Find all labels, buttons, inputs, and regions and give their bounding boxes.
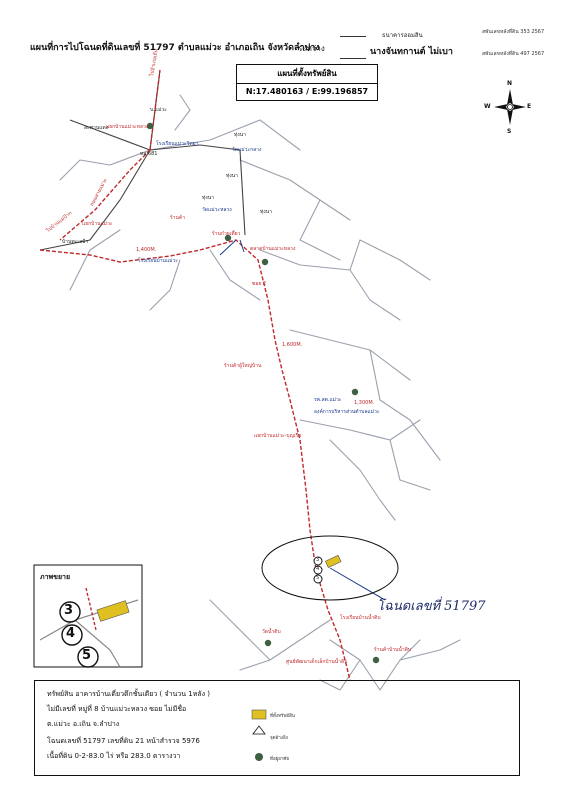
route-north [149,69,161,151]
temple-label-bottom: วัดน้ำดิบ [262,629,281,635]
intersection-label: แยกบ้านแม่วะหลวง [106,124,149,130]
info-line-1: ทรัพย์สิน อาคารบ้านเดี่ยวตึกชั้นเดียว ( … [47,690,210,698]
divider [340,58,366,59]
village-label-west: บ้านทะเลป้า [62,239,89,245]
compass-east: E [527,103,532,110]
temple-label-top: วัดแม่วะกลาง [232,147,262,153]
plot-number: 3 [316,557,320,563]
enlargement-number-markers [59,601,99,668]
plot-number-markers [313,556,323,584]
pointer-arrows [219,239,386,601]
field-label: ทุ่งนา [202,195,214,201]
school-code-label: ทล.681 [140,151,158,157]
noodle-shop-label: ร้านก๋วยเตี๋ยว [212,231,241,237]
school-label-bottom: โรงเรียนบ้านน้ำดิบ [340,615,381,621]
distance-label-2: 1,600M. [282,342,303,348]
village-label: บ.แม่วะ [150,107,167,113]
handwritten-deed-note: โฉนดเลขที่ 51797 [377,599,486,614]
plot-number: 4 [316,566,320,572]
bridge-label: สะพานแดง [84,125,109,131]
plot-number: 5 [316,575,320,581]
reference-number-bottom: สพันเลขหลังที่ดิน 497 2567 [482,51,545,57]
route-west [59,149,151,241]
info-line-2: ไม่มีเลขที่ หมู่ที่ 8 บ้านแม่วะหลวง ซอย … [47,705,187,713]
village-head-shop-label: ร้านค้าผู้ใหญ่บ้าน [224,363,262,369]
site-ellipse [261,535,399,601]
legend-landmark-label: จุดอ้างอิง [270,736,288,741]
compass-south: S [507,128,512,135]
temple-label-mid: วัดแม่วะหลวง [202,207,232,213]
enlargement-number: 3 [64,603,74,618]
residence-markers [146,122,380,664]
legend-residence-label: ที่อยู่อาศัย [270,757,290,762]
map-header-title: แผนที่การไปโฉนดที่ดินเลขที่ 51797 ตำบลแม… [30,43,320,53]
divider [340,36,366,37]
enlargement-number: 4 [66,626,76,641]
distance-label-1: 1,400M. [136,247,157,253]
between-label: ระหว่าง [298,44,325,53]
village-shop-label: ร้านค้าบ้านน้ำดิบ [374,647,412,653]
field-label: ทุ่งนา [226,173,238,179]
compass-rose-icon [494,89,526,125]
site-hatch-icon [324,554,342,568]
district-roads [39,69,246,251]
info-line-4: โฉนดเลขที่ 51797 เลขที่ดิน 21 หน้าสำรวจ … [47,737,200,745]
cross-label: แยกบ้านแม่วะ [82,221,113,227]
junction-label: แยกบ้านแม่วะ-บุญเรือ [254,433,302,439]
enlargement-hatch-icon [96,600,130,622]
legend-landmark-icon [252,725,266,735]
soi-label: ซอย 2 [252,281,267,287]
main-route [39,239,351,681]
info-line-5: เนื้อที่ดิน 0-2-83.0 ไร่ หรือ 283.0 ตารา… [47,752,181,760]
field-label: ทุ่งนา [234,132,246,138]
compass-north: N [507,80,513,87]
shop-label: ร้านค้า [170,215,186,221]
legend-site-icon [251,709,267,720]
enlargement-number: 5 [82,648,92,663]
legend-site-label: ที่ตั้งทรัพย์สิน [270,714,295,719]
minor-roads [59,94,461,691]
field-label: ทุ่งนา [260,209,272,215]
owner-name: นางจันทกานต์ ไม่เบา [370,47,453,57]
school-label-mid: โรงเรียนบ้านแม่วะ [138,258,178,264]
compass-west: W [484,103,491,110]
market-label: ตลาดบ้านแม่วะหลวง [250,246,296,252]
child-center-label: ศูนย์พัฒนาเด็กเล็กบ้านน้ำดิบ [286,659,348,665]
health-center-label: รพ.สต.แม่วะ [314,397,342,403]
coordinates-box: N:17.480163 / E:99.196857 [236,83,378,101]
sao-office-label: องค์การบริหารส่วนตำบลแม่วะ [314,409,380,415]
school-label: โรงเรียนแม่วะวิทยา [156,141,199,147]
property-info-box: ทรัพย์สิน อาคารบ้านเดี่ยวตึกชั้นเดียว ( … [34,680,520,776]
legend-residence-icon [255,753,263,761]
info-line-3: ต.แม่วะ อ.เถิน จ.ลำปาง [47,720,120,728]
distance-label-3: 1,300M. [354,400,375,406]
enlargement-title: ภาพขยาย [40,573,71,581]
bank-name: ธนาคารออมสิน [382,32,423,39]
reference-number-top: สพันเลขหลังที่ดิน 353 2567 [482,29,545,35]
